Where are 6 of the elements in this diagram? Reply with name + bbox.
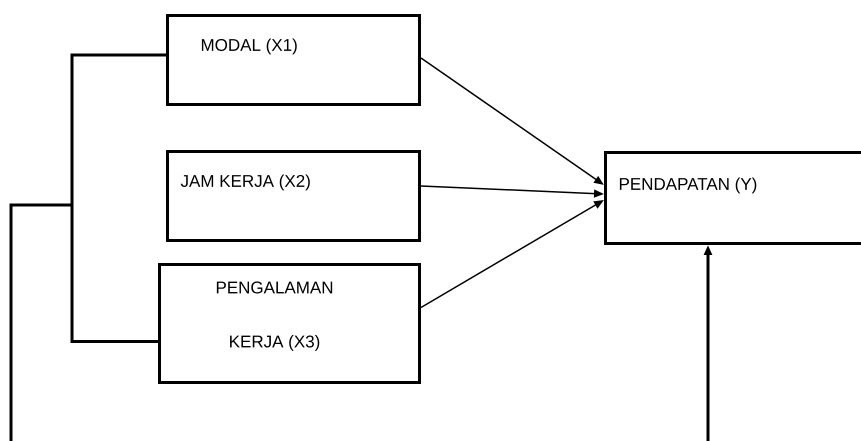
box: JAM KERJA (X2) xyxy=(166,150,421,242)
box: PENGALAMAN KERJA (X3) xyxy=(158,263,421,384)
bracket-line xyxy=(10,54,166,441)
bracket-line xyxy=(70,205,158,343)
box: PENDAPATAN (Y) xyxy=(604,151,861,245)
box: MODAL (X1) xyxy=(166,14,421,106)
